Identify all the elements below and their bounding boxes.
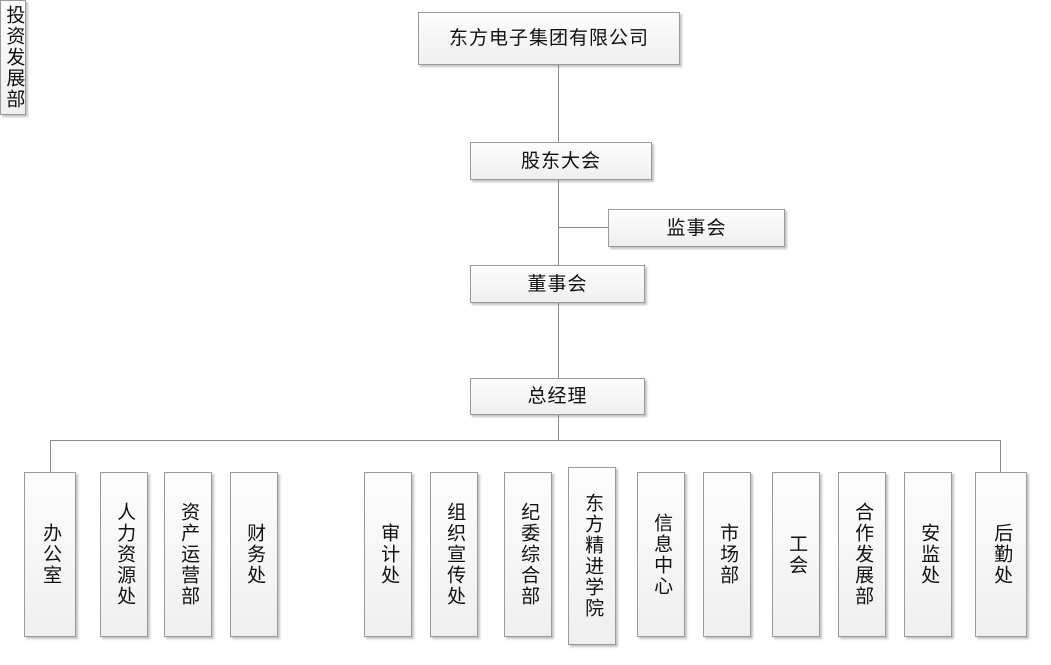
node-department-org-publicity-label: 组织宣传处 xyxy=(444,502,466,607)
node-directors-label: 董事会 xyxy=(527,273,588,295)
node-shareholders[interactable]: 股东大会 xyxy=(470,142,652,180)
connector-directors-to-gm xyxy=(558,303,559,378)
node-department-information[interactable]: 信息中心 xyxy=(637,472,685,637)
node-department-audit-label: 审计处 xyxy=(378,523,400,586)
node-department-human-resources-label: 人力资源处 xyxy=(114,502,136,607)
connector-department-bus xyxy=(50,440,1001,441)
node-general-manager-label: 总经理 xyxy=(527,386,588,407)
node-department-office[interactable]: 办公室 xyxy=(24,472,76,637)
node-department-logistics-label: 后勤处 xyxy=(991,523,1013,586)
connector-to-supervisors xyxy=(558,227,609,228)
node-department-safety[interactable]: 安监处 xyxy=(904,472,952,637)
node-department-safety-label: 安监处 xyxy=(918,523,940,586)
node-directors[interactable]: 董事会 xyxy=(470,265,645,303)
node-department-discipline-label: 纪委综合部 xyxy=(518,502,540,607)
node-department-investment[interactable]: 投资发展部 xyxy=(0,0,27,115)
node-department-marketing-label: 市场部 xyxy=(717,523,739,586)
node-department-asset-operations-label: 资产运营部 xyxy=(178,502,200,607)
node-department-finance[interactable]: 财务处 xyxy=(230,472,278,637)
node-supervisors[interactable]: 监事会 xyxy=(608,209,785,247)
node-department-org-publicity[interactable]: 组织宣传处 xyxy=(430,472,478,637)
node-department-office-label: 办公室 xyxy=(40,523,62,586)
node-company-label: 东方电子集团有限公司 xyxy=(448,28,649,49)
node-shareholders-label: 股东大会 xyxy=(520,150,601,172)
node-department-cooperation-label: 合作发展部 xyxy=(852,502,874,607)
node-department-finance-label: 财务处 xyxy=(244,523,266,586)
connector-bus-to-first-department xyxy=(50,440,51,472)
node-department-asset-operations[interactable]: 资产运营部 xyxy=(164,472,212,637)
node-general-manager[interactable]: 总经理 xyxy=(470,378,645,415)
connector-shareholders-to-directors xyxy=(558,180,559,265)
node-department-marketing[interactable]: 市场部 xyxy=(703,472,751,637)
node-department-discipline[interactable]: 纪委综合部 xyxy=(504,472,552,637)
node-department-cooperation[interactable]: 合作发展部 xyxy=(838,472,886,637)
connector-gm-to-bus xyxy=(558,414,559,440)
connector-bus-to-last-department xyxy=(1000,440,1001,472)
node-department-academy[interactable]: 东方精进学院 xyxy=(568,467,616,645)
node-department-labor-union[interactable]: 工会 xyxy=(772,472,820,637)
node-department-human-resources[interactable]: 人力资源处 xyxy=(100,472,148,637)
node-department-investment-label: 投资发展部 xyxy=(3,5,25,110)
node-department-audit[interactable]: 审计处 xyxy=(364,472,412,637)
node-department-logistics[interactable]: 后勤处 xyxy=(975,472,1027,637)
node-company[interactable]: 东方电子集团有限公司 xyxy=(418,12,680,65)
node-supervisors-label: 监事会 xyxy=(666,217,727,239)
node-department-information-label: 信息中心 xyxy=(651,512,673,597)
connector-company-to-shareholders xyxy=(558,65,559,142)
node-department-academy-label: 东方精进学院 xyxy=(582,493,604,619)
node-department-labor-union-label: 工会 xyxy=(786,533,808,576)
